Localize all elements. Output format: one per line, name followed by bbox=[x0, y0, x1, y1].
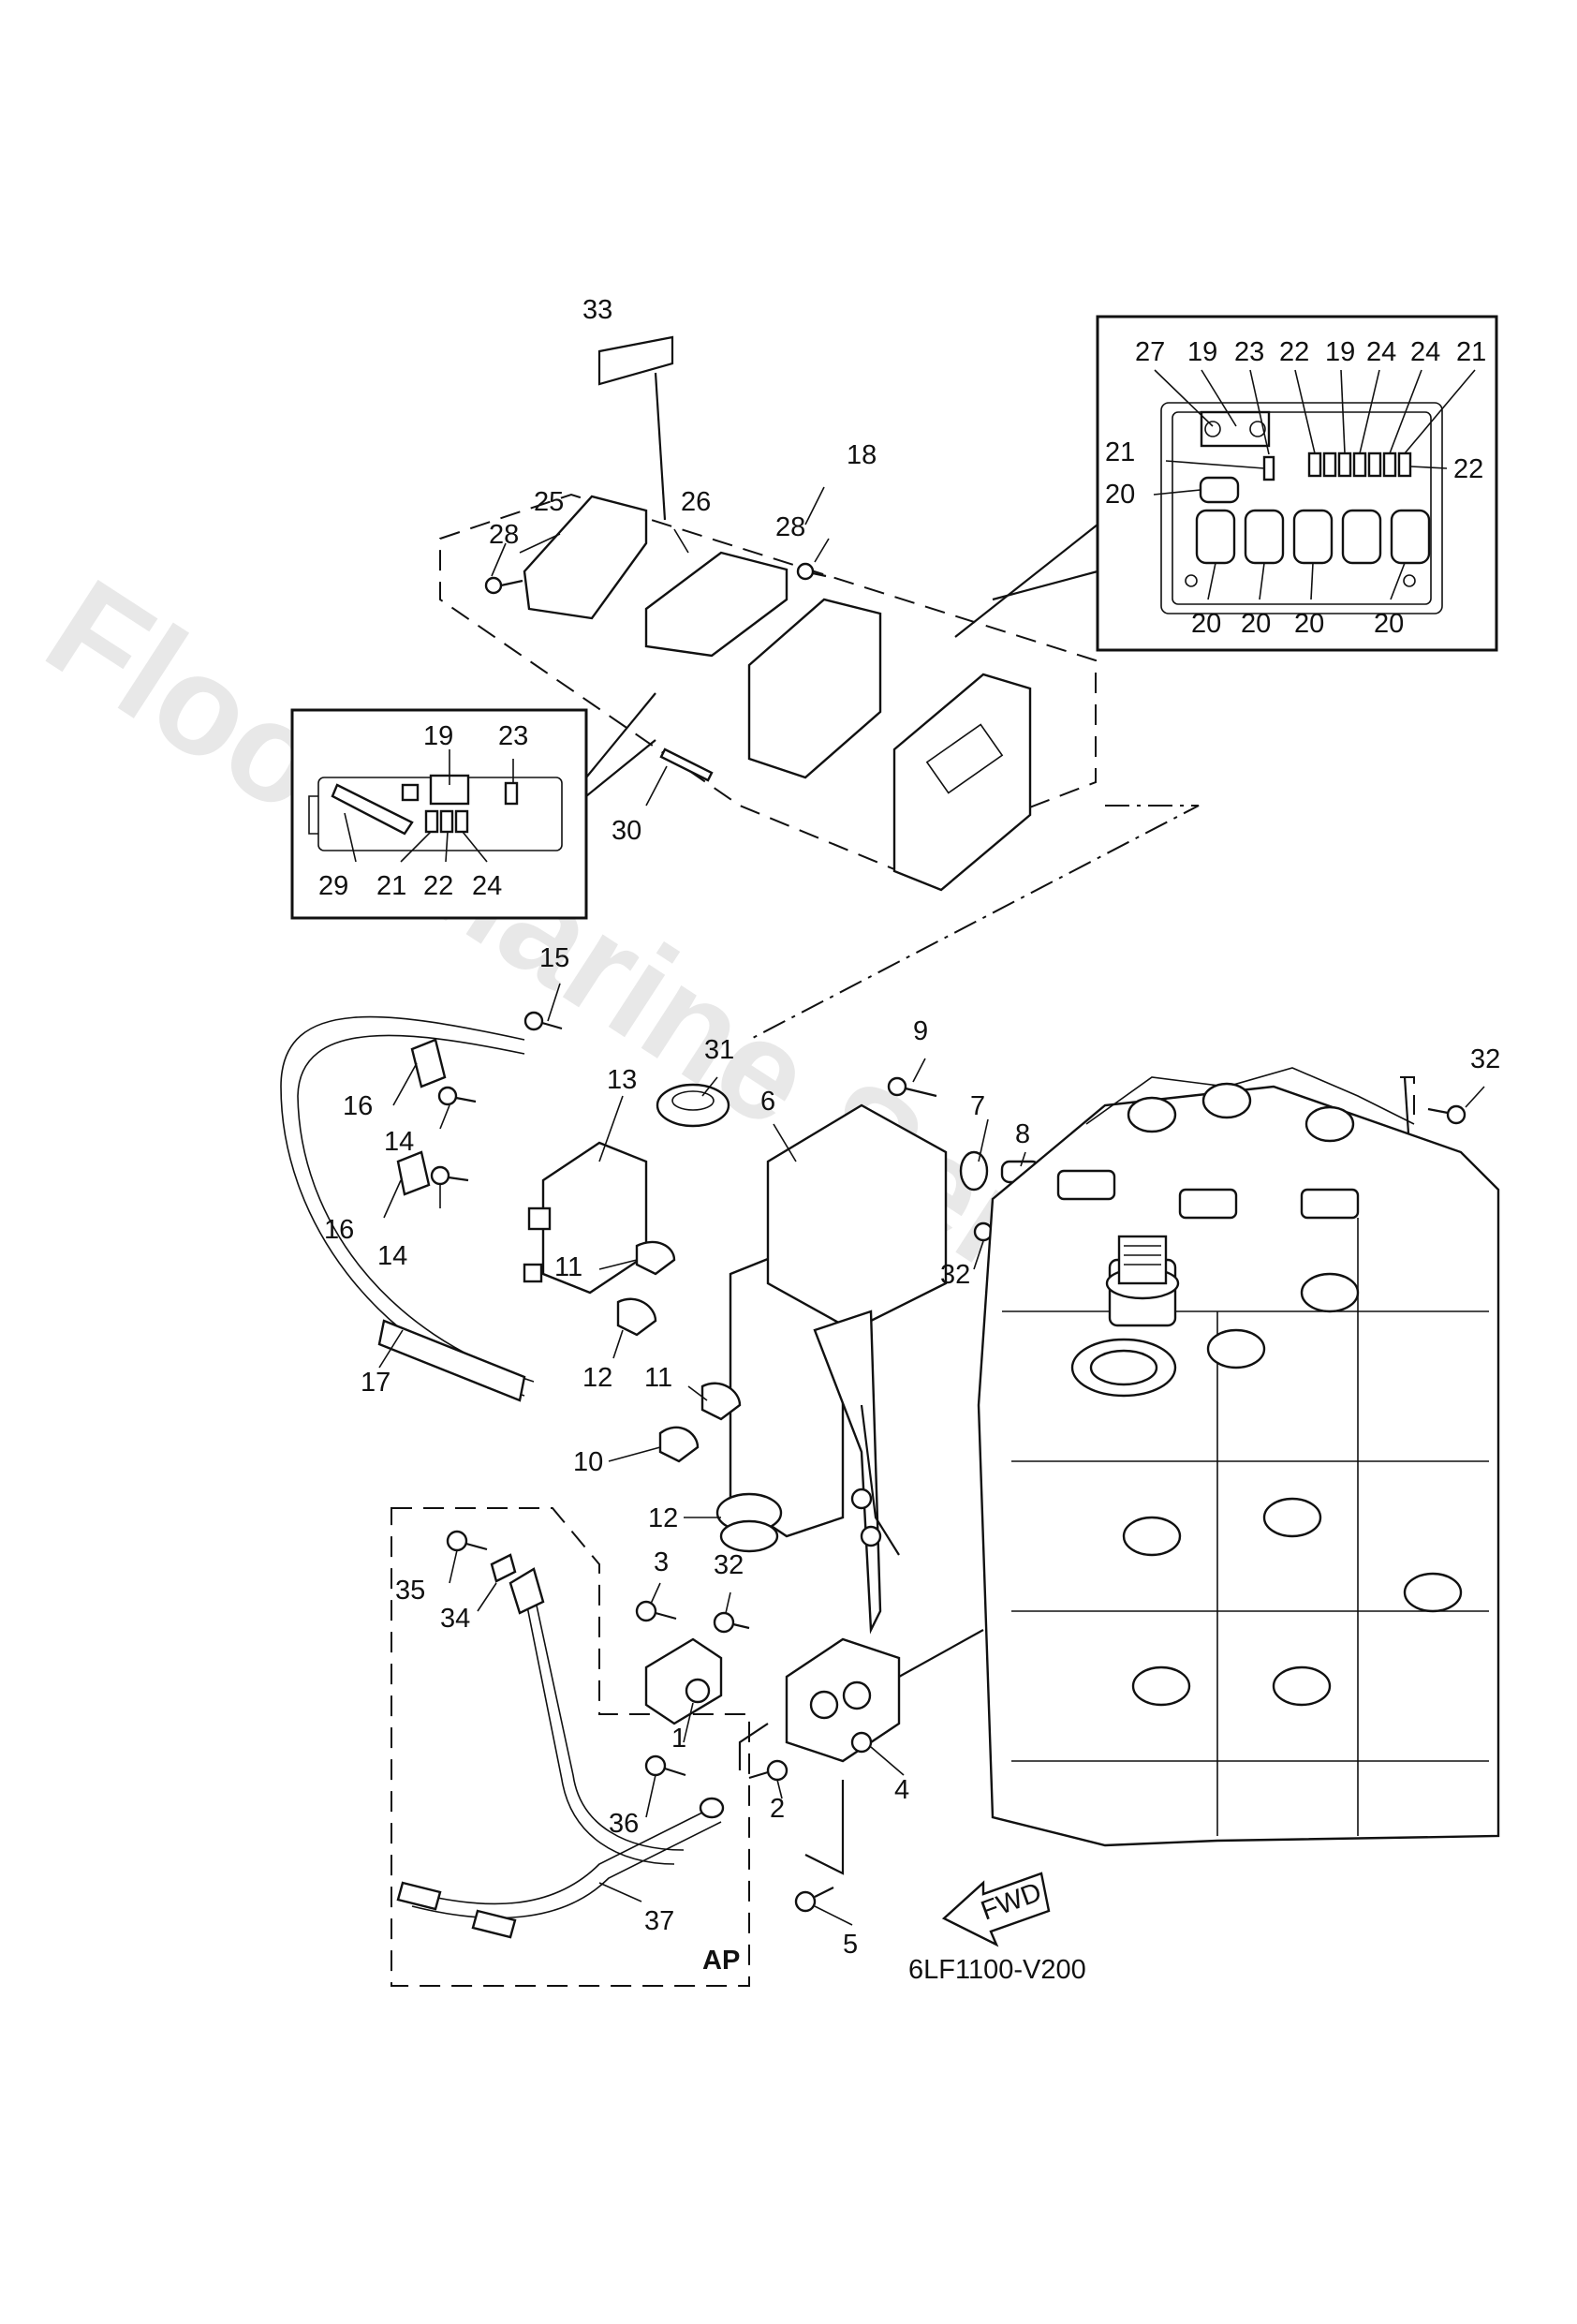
callout: 5 bbox=[843, 1930, 858, 1960]
inset-left-label: 23 bbox=[498, 721, 528, 751]
inset-top-label: 20 bbox=[1105, 480, 1135, 510]
inset-left-label: 29 bbox=[318, 871, 348, 901]
callout: 1 bbox=[671, 1724, 686, 1754]
callout: 32 bbox=[714, 1550, 744, 1580]
inset-top-label: 19 bbox=[1325, 337, 1355, 367]
callout: 3 bbox=[654, 1547, 669, 1577]
ap-group bbox=[391, 1507, 984, 1987]
inset-top-label: 22 bbox=[1453, 454, 1483, 484]
callout: 32 bbox=[1470, 1044, 1500, 1074]
callout: 32 bbox=[940, 1260, 970, 1290]
inset-left-label: 21 bbox=[376, 871, 406, 901]
inset-top-label: 27 bbox=[1135, 337, 1165, 367]
inset-top-label: 20 bbox=[1191, 609, 1221, 639]
callout: 26 bbox=[681, 487, 711, 517]
ap-label: AP bbox=[702, 1946, 740, 1976]
inset-top-label: 24 bbox=[1366, 337, 1396, 367]
callout: 31 bbox=[704, 1035, 734, 1065]
callout: 9 bbox=[913, 1016, 928, 1046]
inset-top-right: 27 19 23 22 19 24 24 21 21 20 22 20 20 2… bbox=[954, 315, 1498, 652]
inset-left-label: 24 bbox=[472, 871, 502, 901]
inset-left-label: 22 bbox=[423, 871, 453, 901]
callout: 16 bbox=[324, 1215, 354, 1245]
inset-top-label: 24 bbox=[1410, 337, 1440, 367]
callout: 12 bbox=[582, 1363, 612, 1393]
callout: 15 bbox=[539, 943, 569, 973]
callout: 34 bbox=[440, 1604, 470, 1634]
harness-area bbox=[280, 983, 1485, 1635]
inset-top-label: 20 bbox=[1374, 609, 1404, 639]
inset-left-label: 19 bbox=[423, 721, 453, 751]
engine-block bbox=[977, 1067, 1500, 1847]
inset-left: 19 23 29 21 22 24 bbox=[290, 692, 656, 920]
callout: 28 bbox=[775, 512, 805, 542]
callout: 12 bbox=[648, 1503, 678, 1533]
inset-top-label: 21 bbox=[1105, 437, 1135, 467]
callout: 8 bbox=[1015, 1119, 1030, 1149]
callout: 6 bbox=[760, 1087, 775, 1117]
callout: 33 bbox=[582, 295, 612, 325]
inset-top-label: 20 bbox=[1241, 609, 1271, 639]
callout: 4 bbox=[894, 1775, 909, 1805]
fwd-arrow: FWD bbox=[941, 1872, 1051, 1947]
inset-top-label: 19 bbox=[1187, 337, 1217, 367]
callout: 2 bbox=[770, 1794, 785, 1824]
diagram-code: 6LF1100-V200 bbox=[908, 1955, 1086, 1985]
callout: 11 bbox=[644, 1363, 672, 1393]
inset-top-label: 20 bbox=[1294, 609, 1324, 639]
callout: 30 bbox=[612, 816, 641, 846]
callout: 13 bbox=[607, 1065, 637, 1095]
callout: 17 bbox=[361, 1368, 391, 1398]
ecu-assembly bbox=[439, 335, 1200, 1041]
inset-top-label: 23 bbox=[1234, 337, 1264, 367]
callout: 16 bbox=[343, 1091, 373, 1121]
callout: 10 bbox=[573, 1447, 603, 1477]
callout: 18 bbox=[847, 440, 877, 470]
relay-row bbox=[1195, 476, 1431, 565]
callout: 37 bbox=[644, 1906, 674, 1936]
inset-top-label: 22 bbox=[1279, 337, 1309, 367]
callout: 35 bbox=[395, 1576, 425, 1606]
callout: 28 bbox=[489, 520, 519, 550]
inset-top-label: 21 bbox=[1456, 337, 1486, 367]
callout: 25 bbox=[534, 487, 564, 517]
callout: 7 bbox=[970, 1091, 985, 1121]
callout: 11 bbox=[554, 1252, 582, 1282]
callouts: 33 18 25 26 28 28 30 15 9 31 32 13 6 7 8… bbox=[324, 295, 1500, 1985]
callout: 14 bbox=[377, 1241, 407, 1271]
callout: 14 bbox=[384, 1127, 414, 1157]
callout: 36 bbox=[609, 1809, 639, 1839]
